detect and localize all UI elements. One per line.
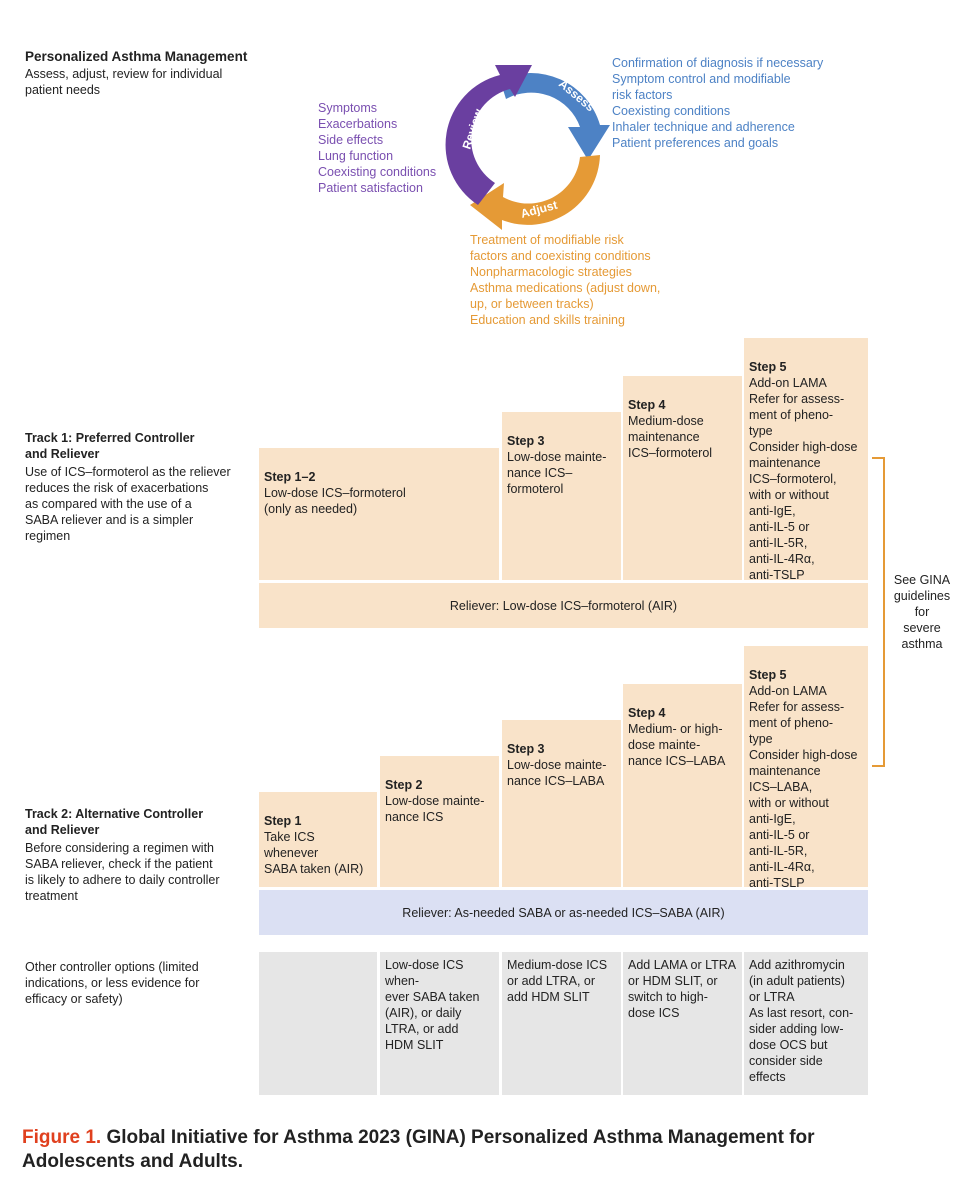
adjust-arrow xyxy=(470,155,600,230)
track1-title: Track 1: Preferred Controller and Reliev… xyxy=(25,431,195,461)
figure-caption-text: Global Initiative for Asthma 2023 (GINA)… xyxy=(22,1127,815,1172)
other-option-step-2: Low-dose ICS when- ever SABA taken (AIR)… xyxy=(380,952,499,1095)
assess-arrow xyxy=(500,73,610,160)
step-text: Add-on LAMA Refer for assess- ment of ph… xyxy=(749,684,858,890)
step-text: Low-dose mainte- nance ICS–LABA xyxy=(507,758,607,788)
step-label: Step 4 xyxy=(628,706,666,720)
step-label: Step 3 xyxy=(507,742,545,756)
step-label: Step 1–2 xyxy=(264,470,316,484)
other-option-step-5: Add azithromycin (in adult patients) or … xyxy=(744,952,868,1095)
figure-label: Figure 1. xyxy=(22,1127,102,1148)
track1-description: Use of ICS–formoterol as the reliever re… xyxy=(25,465,231,543)
review-arrow xyxy=(445,65,532,205)
step-label: Step 3 xyxy=(507,434,545,448)
step-label: Step 2 xyxy=(385,778,423,792)
step-label: Step 1 xyxy=(264,814,302,828)
adjust-items: Treatment of modifiable risk factors and… xyxy=(470,233,661,327)
track2-title: Track 2: Alternative Controller and Reli… xyxy=(25,807,204,837)
severe-asthma-bracket xyxy=(872,457,885,767)
review-assess-adjust-cycle: Review Assess Adjust xyxy=(445,65,610,230)
step-text: Low-dose ICS–formoterol (only as needed) xyxy=(264,486,406,516)
assess-items: Confirmation of diagnosis if necessary S… xyxy=(612,56,824,150)
step-text: Take ICS whenever SABA taken (AIR) xyxy=(264,830,364,876)
track2-description: Before considering a regimen with SABA r… xyxy=(25,841,220,903)
step-text: Low-dose mainte- nance ICS xyxy=(385,794,485,824)
diagram-title: Personalized Asthma Management xyxy=(25,49,248,64)
other-option-step-3: Medium-dose ICS or add LTRA, or add HDM … xyxy=(502,952,621,1095)
step-text: Low-dose mainte- nance ICS– formoterol xyxy=(507,450,607,496)
step-text: Add-on LAMA Refer for assess- ment of ph… xyxy=(749,376,858,582)
step-label: Step 4 xyxy=(628,398,666,412)
other-options-label: Other controller options (limited indica… xyxy=(25,960,200,1006)
track1-step-5: Step 5 Add-on LAMA Refer for assess- ment… xyxy=(744,338,868,582)
track1-reliever-text: Reliever: Low-dose ICS–formoterol (AIR) xyxy=(449,598,678,613)
track2-step-2: Step 2 Low-dose mainte- nance ICS xyxy=(380,756,499,887)
other-option-step-4: Add LAMA or LTRA or HDM SLIT, or switch … xyxy=(623,952,742,1095)
step-text: Medium- or high- dose mainte- nance ICS–… xyxy=(628,722,726,768)
track1-step-3: Step 3 Low-dose mainte- nance ICS– formot… xyxy=(502,412,621,580)
step-text: Medium-dose maintenance ICS–formoterol xyxy=(628,414,713,460)
step-label: Step 5 xyxy=(749,668,787,682)
step-label: Step 5 xyxy=(749,360,787,374)
track1-step-4: Step 4 Medium-dose maintenance ICS–formot… xyxy=(623,376,742,580)
track2-step-5: Step 5 Add-on LAMA Refer for assess- ment… xyxy=(744,646,868,890)
track1-reliever: Reliever: Low-dose ICS–formoterol (AIR) xyxy=(259,583,868,628)
figure-caption: Figure 1. Global Initiative for Asthma 2… xyxy=(22,1126,922,1174)
track2-step-3: Step 3 Low-dose mainte- nance ICS–LABA xyxy=(502,720,621,887)
diagram-subtitle: Assess, adjust, review for individual pa… xyxy=(25,67,223,97)
track2-reliever-text: Reliever: As-needed SABA or as-needed IC… xyxy=(402,905,725,920)
other-option-step-1 xyxy=(259,952,377,1095)
track2-step-1: Step 1 Take ICS whenever SABA taken (AIR) xyxy=(259,792,377,887)
review-items: Symptoms Exacerbations Side effects Lung… xyxy=(318,101,437,195)
track2-reliever: Reliever: As-needed SABA or as-needed IC… xyxy=(259,890,868,935)
gina-note: See GINA guidelines for severe asthma xyxy=(893,573,951,651)
track2-step-4: Step 4 Medium- or high- dose mainte- nanc… xyxy=(623,684,742,887)
